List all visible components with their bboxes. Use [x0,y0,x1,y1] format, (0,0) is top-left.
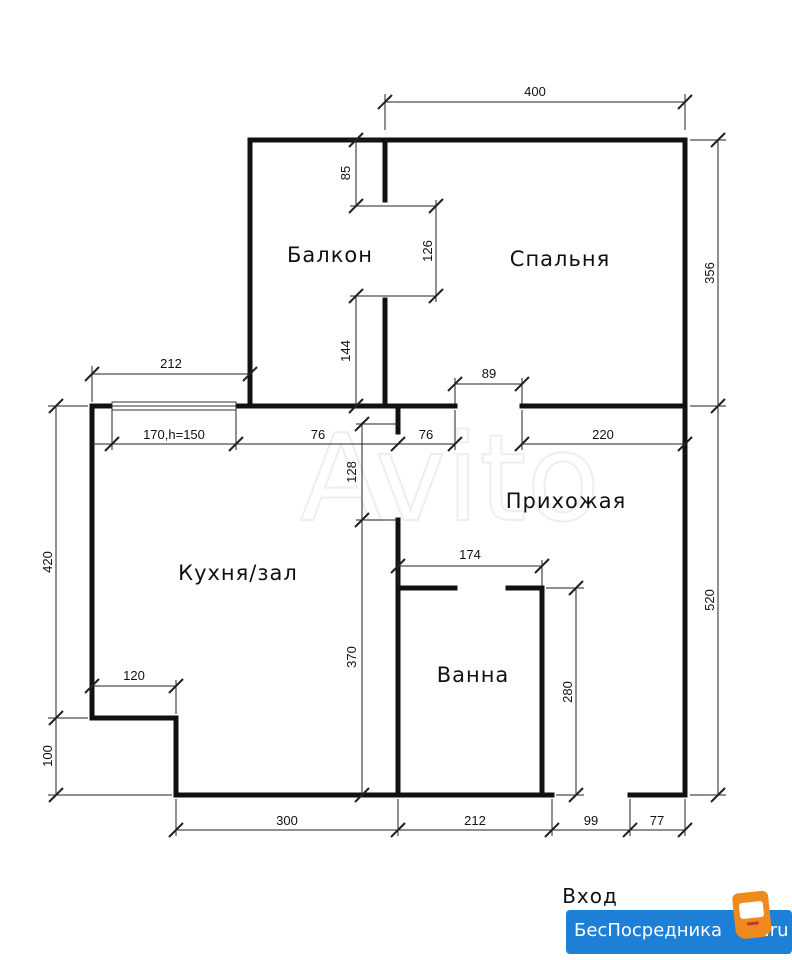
dim-top-width: 400 [524,84,546,99]
entrance-label: Вход [562,884,618,908]
site-logo: БесПосредника .ru [566,890,792,954]
dim-wall-a: 76 [311,427,325,442]
room-balcony: Балкон [287,243,373,267]
dim-bottom-kitchen: 300 [276,813,298,828]
dim-bottom-bath: 212 [464,813,486,828]
room-kitchen: Кухня/зал [178,561,298,585]
dimension-labels: 400 356 520 420 100 85 126 144 212 89 17… [40,84,717,828]
dim-left-upper: 420 [40,551,55,573]
dim-right-upper: 356 [702,262,717,284]
dim-kitchen-opening: 128 [344,461,359,483]
dim-kitchen-height: 370 [344,646,359,668]
dim-balcony-wall-bottom: 144 [338,340,353,362]
dim-entry-right: 77 [650,813,664,828]
dim-balcony-door: 126 [420,240,435,262]
walls [89,137,688,798]
room-hallway: Прихожая [506,489,626,513]
dim-bedroom-door: 89 [482,366,496,381]
dim-window: 170,h=150 [143,427,205,442]
dim-bath-height: 280 [560,681,575,703]
dim-hall-wall: 220 [592,427,614,442]
logo-text: БесПосредника [574,920,723,941]
dim-wall-b: 76 [419,427,433,442]
dim-balcony-offset: 212 [160,356,182,371]
room-labels: Балкон Спальня Прихожая Кухня/зал Ванна … [178,243,626,908]
dim-entry-door: 99 [584,813,598,828]
dim-left-lower: 100 [40,745,55,767]
dim-step: 120 [123,668,145,683]
logo-suffix: .ru [764,920,789,941]
window [111,401,237,411]
dim-right-lower: 520 [702,589,717,611]
room-bedroom: Спальня [510,247,610,271]
room-bath: Ванна [437,663,510,687]
dimension-lines [48,94,726,838]
watermark: Avito [300,410,600,549]
dim-balcony-wall-top: 85 [338,166,353,180]
dim-bath-width: 174 [459,547,481,562]
